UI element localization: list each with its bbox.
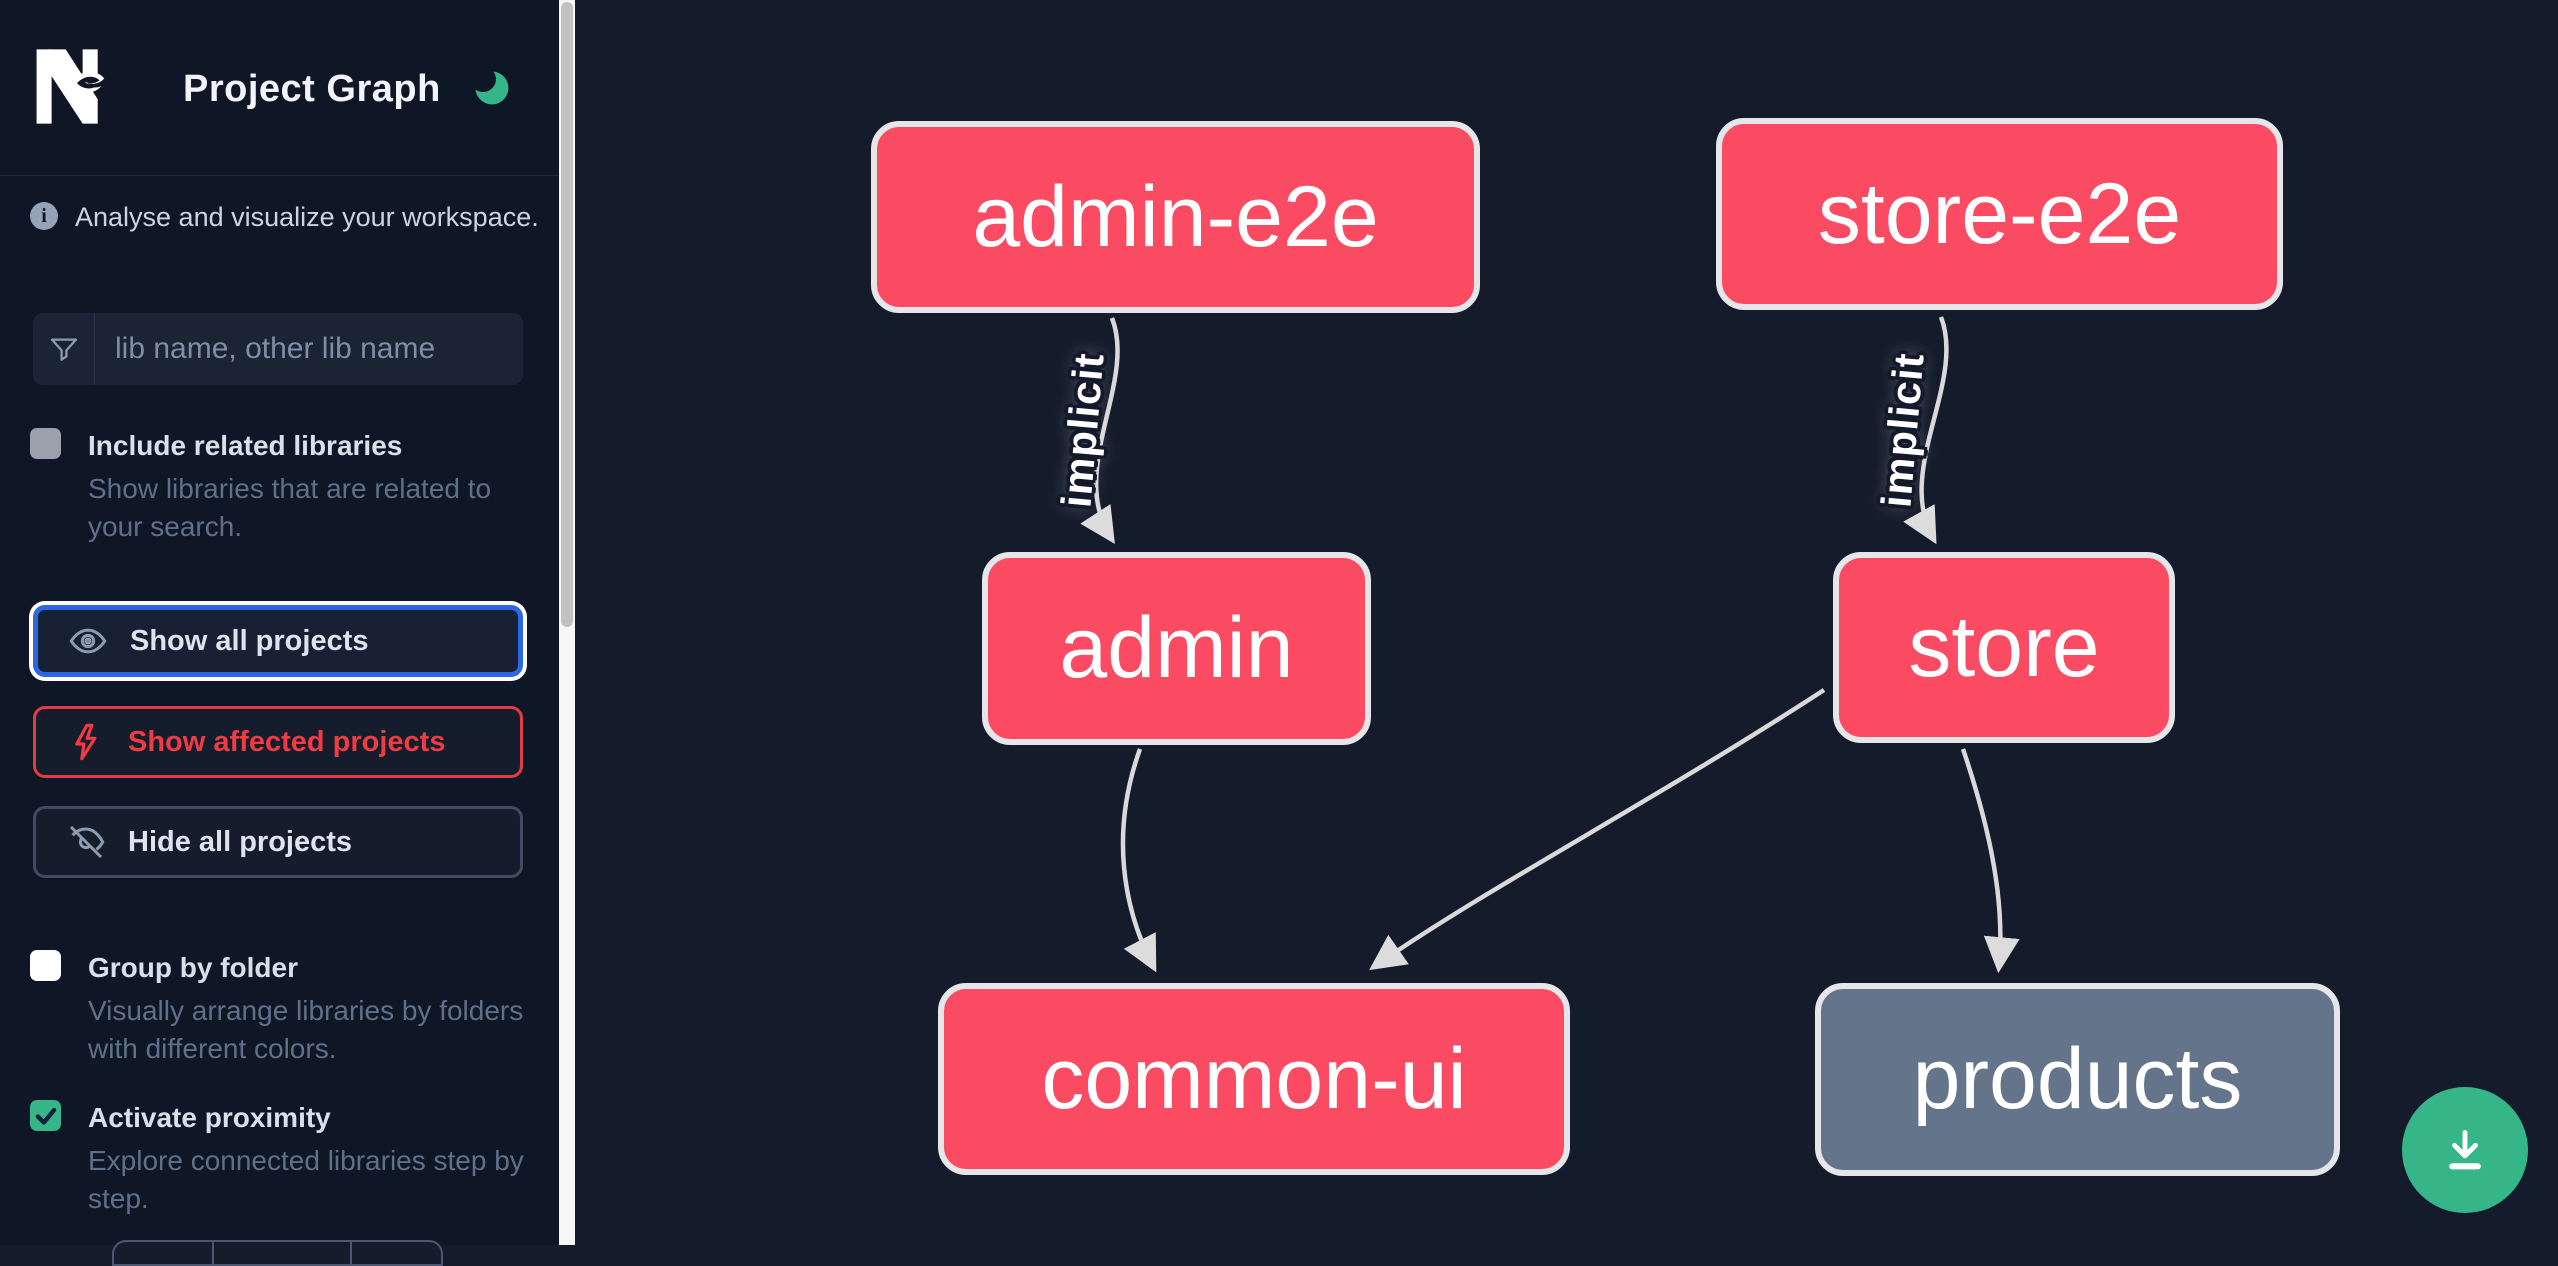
edge-store-products <box>1960 748 2020 974</box>
stepper-decrement[interactable] <box>114 1242 212 1264</box>
edge-store-e2e-store <box>1903 316 1949 545</box>
node-store[interactable]: store <box>1833 552 2175 743</box>
proximity-stepper[interactable] <box>112 1240 443 1266</box>
edge-admin-e2e-admin <box>1080 317 1120 545</box>
funnel-icon <box>50 338 77 361</box>
stepper-increment[interactable] <box>350 1242 441 1264</box>
eye-icon <box>69 628 107 654</box>
group-by-folder-description: Visually arrange libraries by folders wi… <box>88 995 524 1064</box>
edge-admin-common-ui <box>1120 748 1157 973</box>
graph-edges <box>1080 316 2020 974</box>
activate-proximity-checkbox[interactable] <box>30 1100 61 1131</box>
workspace-tagline-row: i Analyse and visualize your workspace. <box>30 200 550 240</box>
group-by-folder-checkbox[interactable] <box>30 950 61 981</box>
bolt-icon <box>75 723 97 761</box>
hide-all-projects-button[interactable]: Hide all projects <box>33 806 523 878</box>
sidebar-scrollbar-track[interactable] <box>559 0 575 1245</box>
include-related-description: Show libraries that are related to your … <box>88 473 492 542</box>
activate-proximity-label: Activate proximity <box>88 1102 331 1133</box>
node-store-e2e[interactable]: store-e2e <box>1716 118 2283 310</box>
show-all-projects-label: Show all projects <box>130 624 369 657</box>
edge-store-common-ui <box>1369 688 1826 971</box>
group-by-folder-label: Group by folder <box>88 952 298 983</box>
show-affected-projects-button[interactable]: Show affected projects <box>33 706 523 778</box>
project-graph-canvas[interactable]: implicit implicit admin-e2e store-e2e ad… <box>575 0 2558 1245</box>
eye-off-icon <box>69 825 105 859</box>
filter-icon-segment <box>33 313 95 385</box>
hide-all-projects-label: Hide all projects <box>128 825 353 858</box>
download-graph-button[interactable] <box>2402 1087 2528 1213</box>
page-title: Project Graph <box>183 68 441 110</box>
activate-proximity-description: Explore connected libraries step by step… <box>88 1145 524 1214</box>
node-admin-e2e[interactable]: admin-e2e <box>871 121 1480 313</box>
sidebar-scrollbar-thumb[interactable] <box>561 2 573 627</box>
tagline-text: Analyse and visualize your workspace. <box>75 202 539 232</box>
filter-box <box>33 313 523 385</box>
check-icon <box>35 1107 56 1125</box>
moon-icon[interactable] <box>470 66 514 110</box>
download-icon <box>2449 1130 2481 1170</box>
include-related-checkbox[interactable] <box>30 428 61 459</box>
stepper-value <box>212 1242 350 1264</box>
search-input[interactable] <box>95 313 523 385</box>
node-products[interactable]: products <box>1815 983 2340 1176</box>
info-icon: i <box>30 202 58 230</box>
include-related-label: Include related libraries <box>88 430 403 461</box>
show-affected-projects-label: Show affected projects <box>128 725 446 758</box>
nx-logo-icon <box>36 49 105 124</box>
show-all-projects-button[interactable]: Show all projects <box>33 605 523 677</box>
sidebar: Project Graph i Analyse and visualize yo… <box>0 0 559 1266</box>
node-common-ui[interactable]: common-ui <box>938 983 1570 1175</box>
node-admin[interactable]: admin <box>982 552 1371 745</box>
sidebar-header: Project Graph <box>0 0 559 176</box>
